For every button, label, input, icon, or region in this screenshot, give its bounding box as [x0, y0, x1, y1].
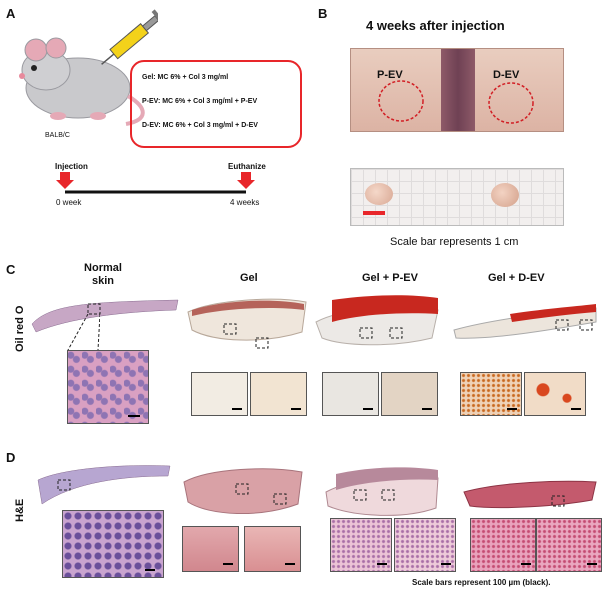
- panel-label-a: A: [6, 6, 16, 21]
- dev-oil-red-inset-1: [460, 372, 522, 416]
- dev-gel-specimen: [491, 183, 519, 207]
- scale-bar: [441, 563, 451, 565]
- pev-oil-red-inset-2: [381, 372, 438, 416]
- timeline-end-event: Euthanize: [228, 162, 266, 171]
- mouse-spine-region: [441, 49, 475, 131]
- normal-skin-section-oil-red: [31, 299, 179, 333]
- column-header-normal-skin: Normal skin: [84, 262, 122, 287]
- scale-bar: [422, 408, 432, 410]
- group-dev-text: D-EV: MC 6% + Col 3 mg/ml + D-EV: [142, 122, 258, 129]
- scale-bar: [232, 408, 242, 410]
- site-label-pev: P-EV: [377, 69, 403, 81]
- scale-bar: [377, 563, 387, 565]
- scale-bar-1cm: [363, 211, 385, 215]
- column-header-gel: Gel: [240, 272, 258, 284]
- group-definition-box: Gel: MC 6% + Col 3 mg/ml P-EV: MC 6% + C…: [130, 60, 302, 148]
- panel-c-row-label: Oil red O: [14, 305, 26, 352]
- scale-bar: [363, 408, 373, 410]
- normal-skin-he-inset: [62, 510, 164, 578]
- group-gel-text: Gel: MC 6% + Col 3 mg/ml: [142, 74, 229, 81]
- dissection-photo: P-EV D-EV: [350, 48, 564, 132]
- excised-gel-photo: [350, 168, 564, 226]
- gel-he-inset-1: [182, 526, 239, 572]
- panel-label-c: C: [6, 262, 16, 277]
- dev-he-inset-2: [536, 518, 602, 572]
- normal-skin-oil-red-inset: [67, 350, 149, 424]
- column-header-gel-pev: Gel + P-EV: [362, 272, 418, 284]
- normal-skin-he-section: [37, 465, 171, 505]
- scale-bar: [587, 563, 597, 565]
- scale-bar: [285, 563, 295, 565]
- pev-gel-specimen: [365, 183, 393, 205]
- pev-he-section: [325, 467, 439, 516]
- panel-b-title: 4 weeks after injection: [366, 18, 505, 33]
- injection-arrow-icon: [56, 172, 74, 189]
- pev-oil-red-inset-1: [322, 372, 379, 416]
- gel-he-section: [183, 468, 303, 515]
- panel-d-scale-note: Scale bars represent 100 µm (black).: [412, 578, 551, 587]
- dev-oil-red-inset-2: [524, 372, 586, 416]
- pev-oil-red-section: [315, 295, 439, 346]
- scale-bar: [145, 569, 155, 571]
- gel-he-inset-2: [244, 526, 301, 572]
- scale-bar: [521, 563, 531, 565]
- group-pev-text: P-EV: MC 6% + Col 3 mg/ml + P-EV: [142, 98, 258, 105]
- timeline-start-event: Injection: [55, 162, 88, 171]
- column-header-gel-dev: Gel + D-EV: [488, 272, 545, 284]
- panel-label-b: B: [318, 6, 328, 21]
- scale-bar: [128, 415, 140, 417]
- dev-he-section: [463, 480, 597, 509]
- gel-oil-red-inset-2: [250, 372, 307, 416]
- dev-he-inset-1: [470, 518, 536, 572]
- scale-bar: [223, 563, 233, 565]
- timeline-end-time: 4 weeks: [230, 198, 260, 207]
- pev-he-inset-2: [394, 518, 456, 572]
- mouse-strain-label: BALB/C: [45, 132, 70, 139]
- timeline-start-time: 0 week: [56, 198, 82, 207]
- site-label-dev: D-EV: [493, 69, 520, 81]
- dev-oil-red-section: [453, 304, 597, 339]
- mouse-illustration: [19, 9, 158, 126]
- panel-label-d: D: [6, 450, 16, 465]
- panel-b-scale-note: Scale bar represents 1 cm: [390, 236, 519, 248]
- panel-d-row-label: H&E: [14, 498, 26, 522]
- gel-oil-red-section: [187, 298, 307, 349]
- timeline-graphic: [56, 172, 255, 194]
- gel-oil-red-inset-1: [191, 372, 248, 416]
- scale-bar: [571, 408, 581, 410]
- scale-bar: [291, 408, 301, 410]
- scale-bar: [507, 408, 517, 410]
- euthanize-arrow-icon: [237, 172, 255, 189]
- pev-he-inset-1: [330, 518, 392, 572]
